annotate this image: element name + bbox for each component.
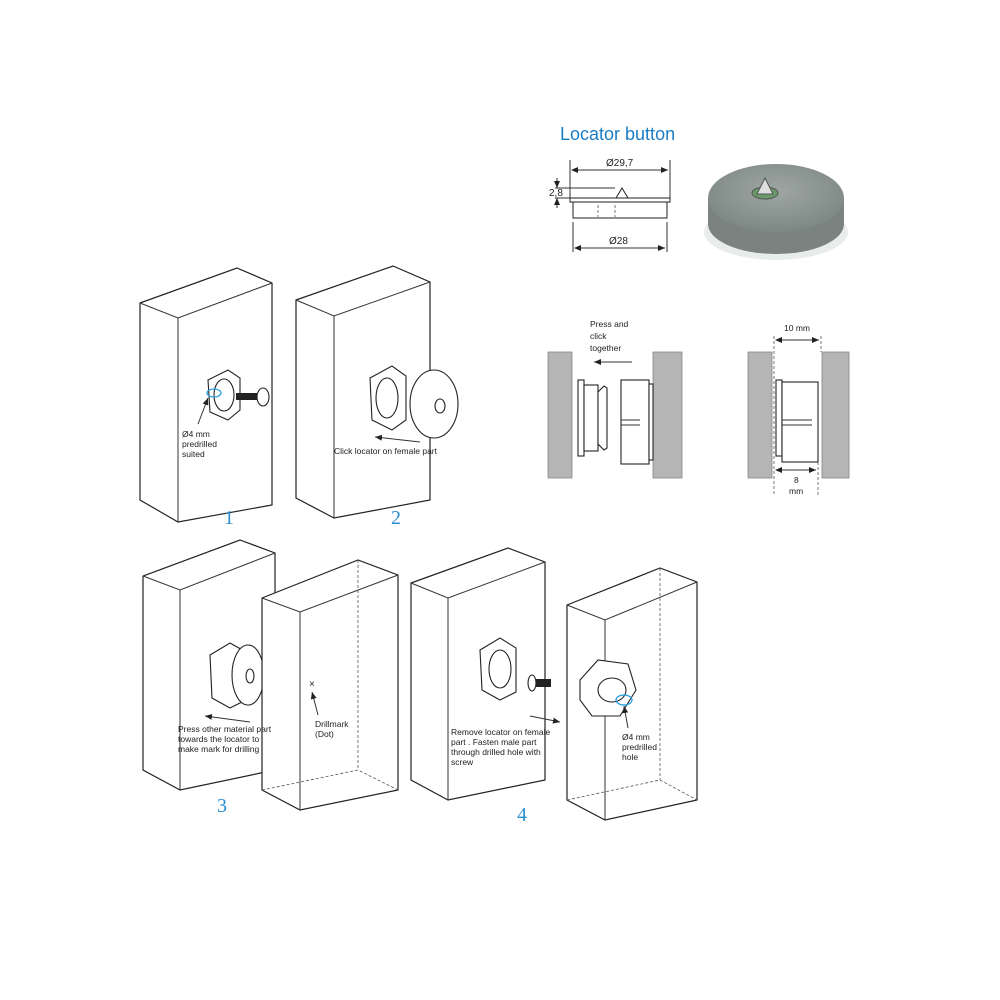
top-gap-label: 10 mm [784,323,810,333]
title: Locator button [560,124,675,144]
press-label-line2: click [590,331,607,341]
step4-hole-label-line2: predrilled [622,742,657,752]
step4-label-line2: part . Fasten male part [451,737,537,747]
step-3-instruction: Press other material part towards the lo… [178,724,272,754]
step-number-3: 3 [217,795,227,817]
step1-label-line1: Ø4 mm [182,429,210,439]
press-click-diagram: Press and click together [547,319,683,479]
drillmark-label-line1: Drillmark [315,719,349,729]
dimension-drawing: Ø29,7 2,8 Ø28 [549,158,671,252]
locator-button-photo [704,164,848,260]
step4-label-line3: through drilled hole with [451,747,541,757]
step3-label-line3: make mark for drilling [178,744,260,754]
press-label-line3: together [590,343,621,353]
bottom-diameter-label: Ø28 [609,236,628,247]
step1-label-line2: predrilled [182,439,217,449]
step3-label-line2: towards the locator to [178,734,260,744]
step-3: 3 × Drillmark (Dot) [142,539,399,817]
step4-hole-label-line1: Ø4 mm [622,732,650,742]
gap-diagram: 10 mm 8 mm [747,323,850,496]
step-4: Remove locator on female part . Fasten m… [410,547,698,826]
drillmark-icon: × [309,679,315,690]
step-number-4: 4 [517,804,527,826]
step3-label-line1: Press other material part [178,724,272,734]
step1-label-line3: suited [182,449,205,459]
bottom-gap-label: 8 [794,475,799,485]
step2-label: Click locator on female part [334,446,438,456]
step-number-2: 2 [391,507,401,529]
wall-right [652,351,683,479]
step-2: Click locator on female part 2 [295,265,459,529]
height-label: 2,8 [549,188,563,199]
step4-label-line4: screw [451,757,474,767]
step-1: Ø4 mm predrilled suited 1 [139,267,273,529]
bottom-gap-unit: mm [789,486,803,496]
press-label-line1: Press and [590,319,629,329]
step4-label-line1: Remove locator on female [451,727,550,737]
drillmark-label-line2: (Dot) [315,729,334,739]
top-diameter-label: Ø29,7 [606,158,634,169]
wall-left [547,351,573,479]
step-number-1: 1 [224,507,234,529]
step4-hole-label-line3: hole [622,752,638,762]
